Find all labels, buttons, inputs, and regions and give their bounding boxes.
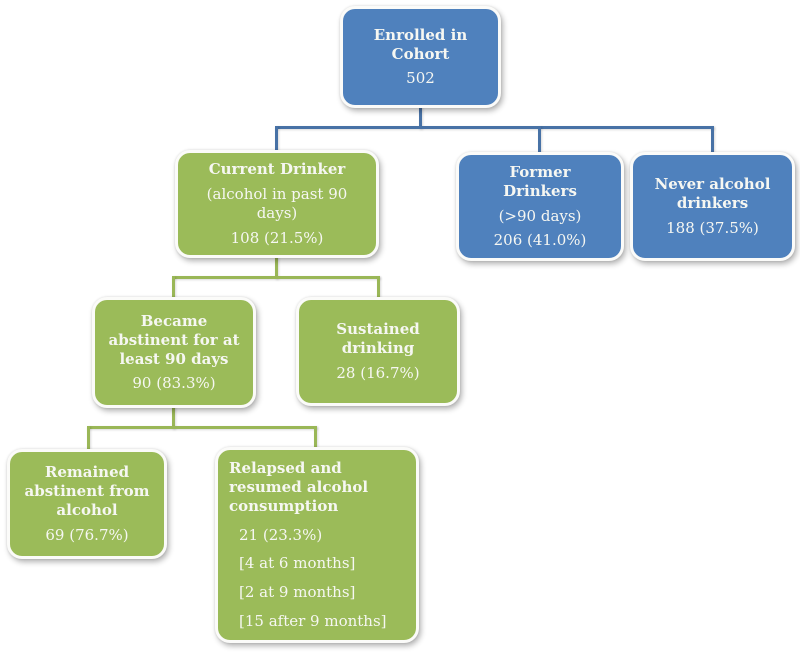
connector-to-became (172, 276, 175, 301)
node-never-alcohol-drinkers: Never alcohol drinkers 188 (37.5%) (630, 152, 795, 261)
node-subtitle: (>90 days) (498, 206, 582, 225)
connector-enrolled-stem (419, 104, 422, 129)
node-title: Former Drinkers (503, 162, 577, 200)
node-title: Sustained drinking (336, 320, 420, 358)
node-current-drinker: Current Drinker (alcohol in past 90 days… (175, 150, 379, 258)
connector-to-former (538, 126, 541, 156)
connector-level2-horizontal (275, 126, 714, 129)
connector-level4-horizontal (87, 426, 317, 429)
node-count: 69 (76.7%) (45, 525, 129, 544)
node-detail-2: [2 at 9 months] (239, 583, 356, 602)
node-remained-abstinent: Remained abstinent from alcohol 69 (76.7… (7, 449, 167, 559)
node-former-drinkers: Former Drinkers (>90 days) 206 (41.0%) (456, 152, 624, 261)
connector-to-never (711, 126, 714, 156)
node-title: Became abstinent for at least 90 days (108, 311, 240, 368)
connector-to-current (275, 126, 278, 154)
node-count: 28 (16.7%) (336, 363, 420, 382)
connector-level3-horizontal (172, 276, 380, 279)
node-detail-1: [4 at 6 months] (239, 554, 356, 573)
node-title: Current Drinker (208, 160, 346, 179)
node-subtitle: (alcohol in past 90 days) (206, 185, 348, 222)
node-sustained-drinking: Sustained drinking 28 (16.7%) (296, 297, 460, 406)
node-title: Never alcohol drinkers (654, 175, 771, 213)
connector-to-relapsed (314, 426, 317, 451)
node-count: 21 (23.3%) (239, 525, 323, 544)
node-became-abstinent: Became abstinent for at least 90 days 90… (92, 297, 256, 408)
node-count: 90 (83.3%) (132, 374, 216, 393)
connector-to-sustained (377, 276, 380, 301)
connector-to-remained (87, 426, 90, 453)
node-relapsed-resumed: Relapsed and resumed alcohol consumption… (215, 447, 419, 643)
node-count: 188 (37.5%) (666, 218, 759, 237)
connector-became-stem (172, 404, 175, 429)
node-count: 108 (21.5%) (230, 228, 324, 247)
node-title: Enrolled in Cohort (373, 25, 468, 63)
node-count: 502 (406, 69, 435, 88)
node-title: Relapsed and resumed alcohol consumption (229, 458, 369, 515)
node-count: 206 (41.0%) (493, 231, 587, 250)
node-detail-3: [15 after 9 months] (239, 612, 387, 631)
node-title: Remained abstinent from alcohol (24, 463, 150, 519)
node-enrolled-in-cohort: Enrolled in Cohort 502 (340, 6, 501, 108)
connector-current-stem (275, 254, 278, 279)
